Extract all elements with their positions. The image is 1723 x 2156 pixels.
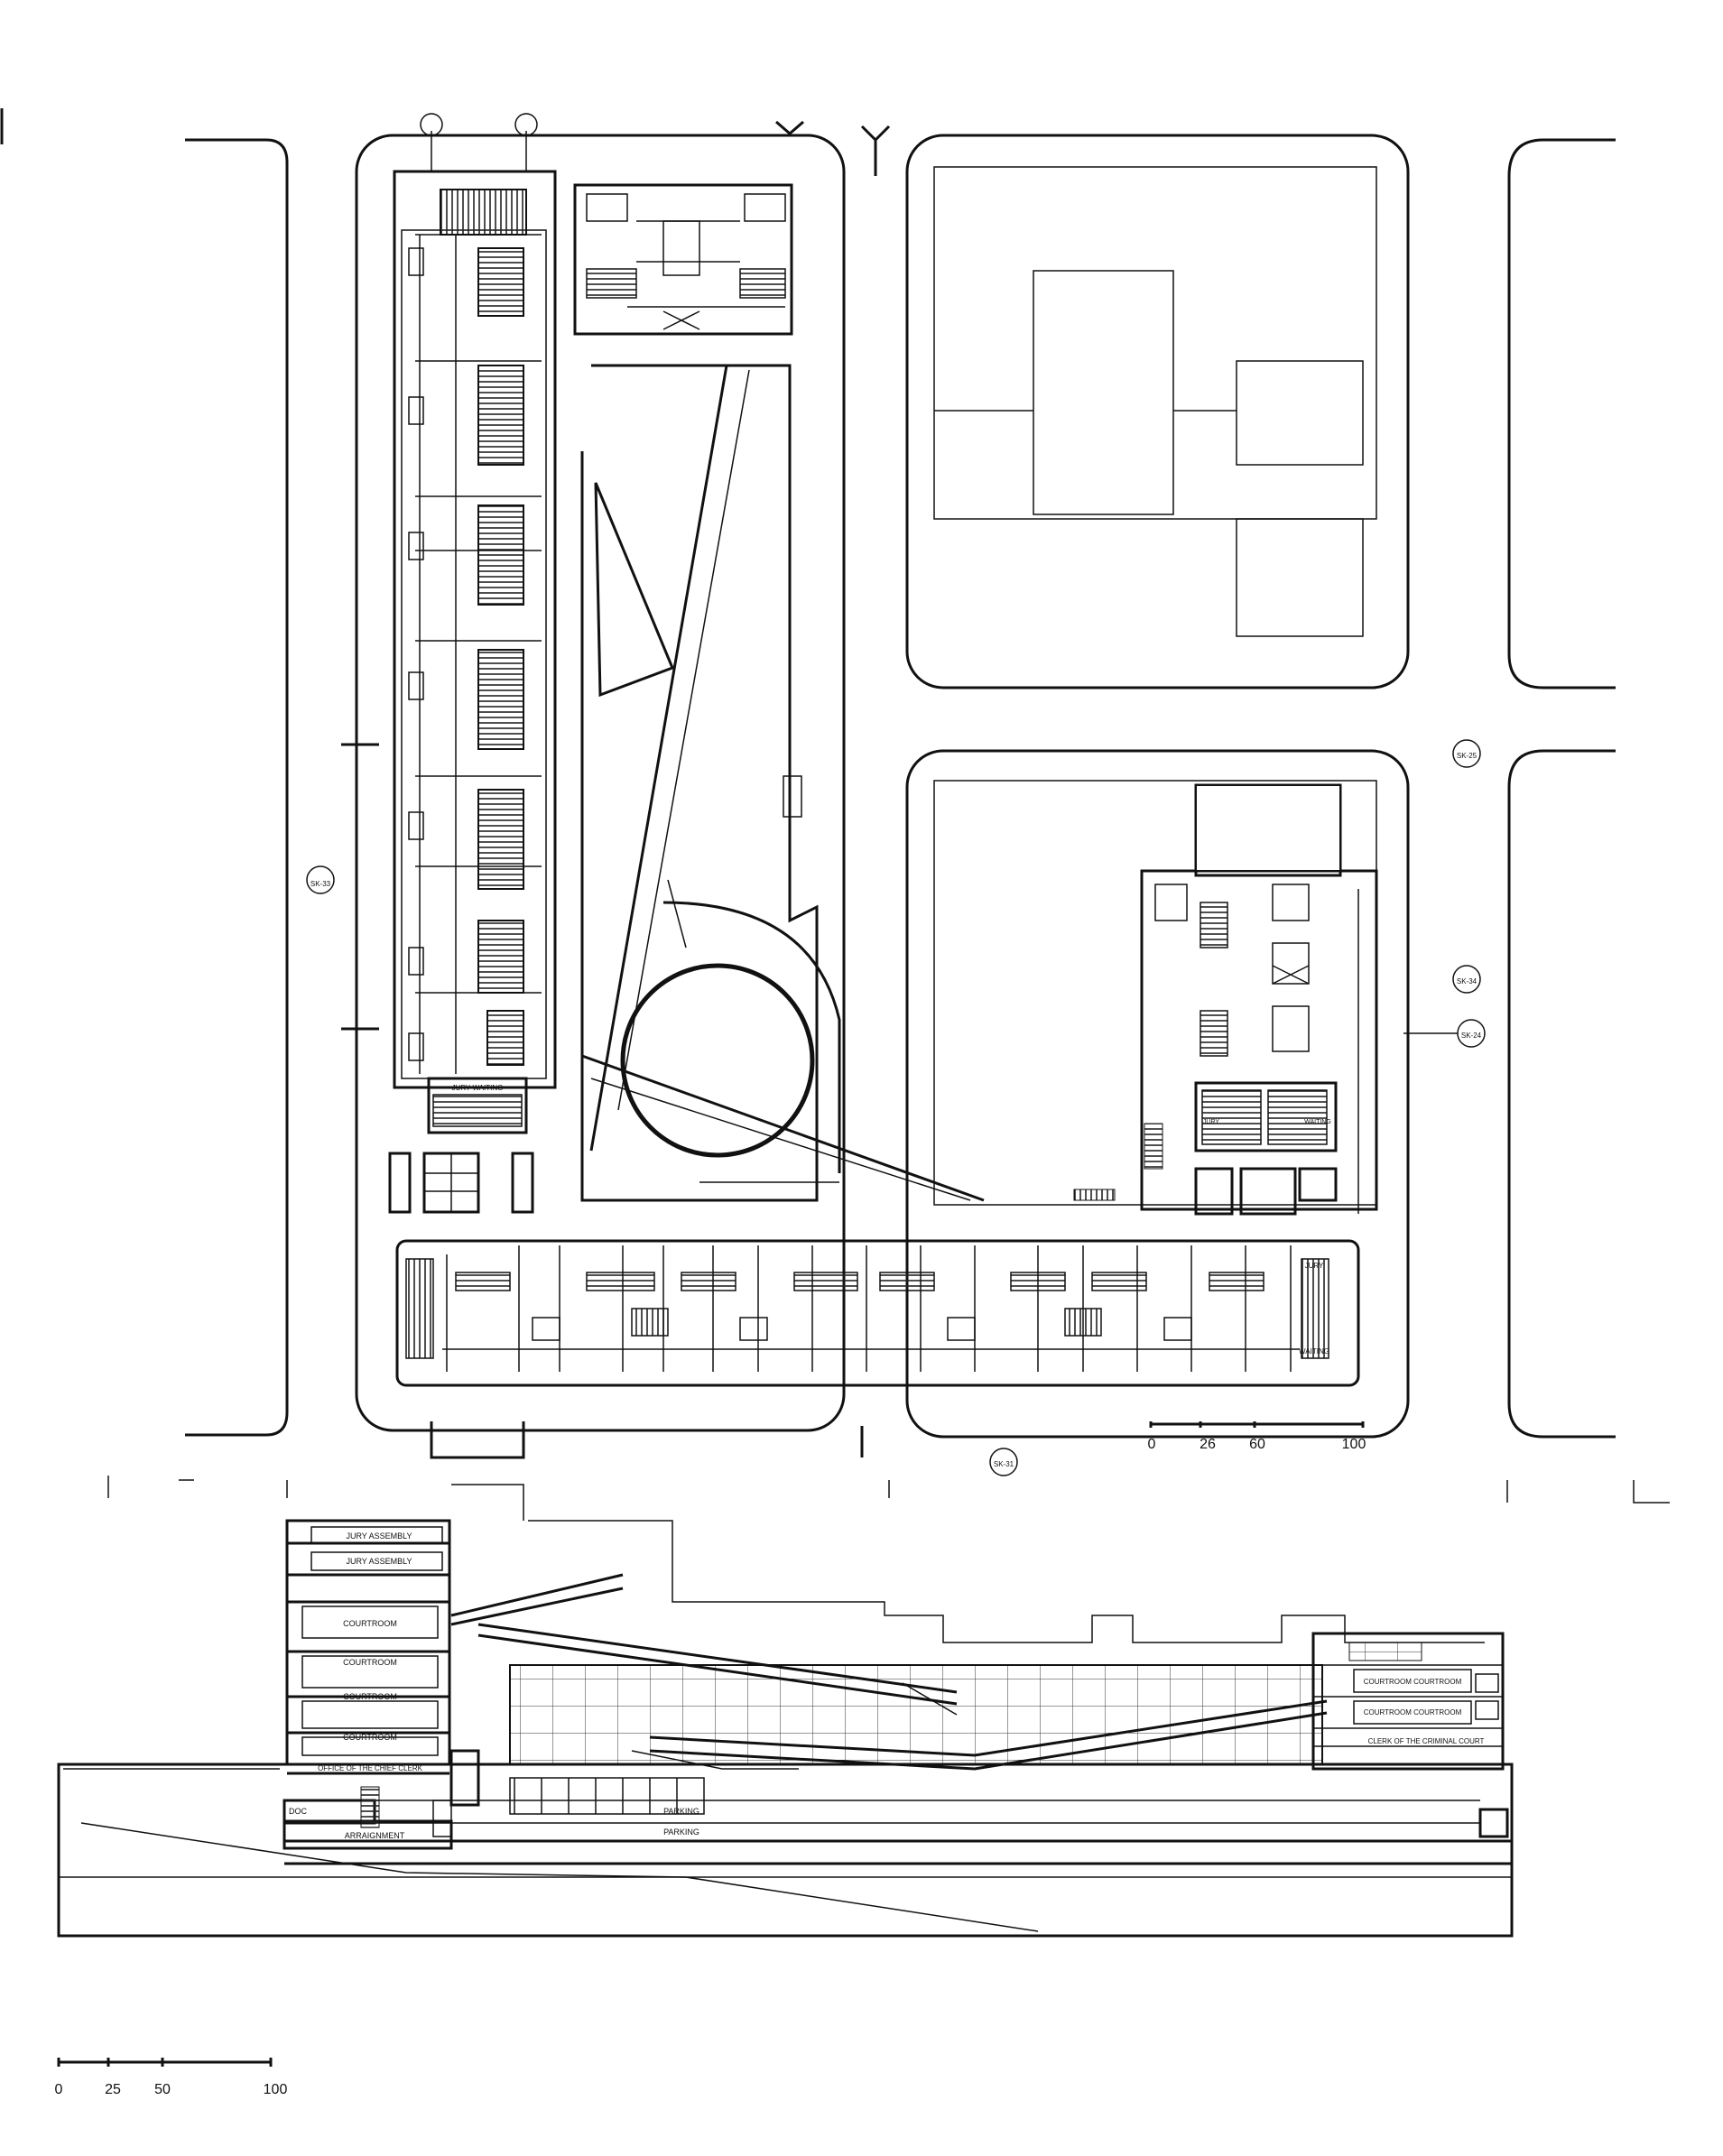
courtroom-label-right-2: COURTROOM COURTROOM (1364, 1708, 1462, 1716)
section-scale-0: 0 (55, 2082, 63, 2097)
section-marker-west: SK-33 (306, 743, 379, 1031)
waiting-label-south-east: WAITING (1299, 1347, 1329, 1356)
section-scale-50: 50 (154, 2082, 171, 2097)
waiting-label-east: WAITING (1304, 1119, 1331, 1125)
clerk-label-left: OFFICE OF THE CHIEF CLERK (318, 1764, 423, 1772)
plan-scale-bar: 0 26 60 100 (1148, 1421, 1366, 1452)
section-scale-100: 100 (264, 2082, 288, 2097)
courtroom-label-3: COURTROOM (343, 1692, 397, 1701)
svg-text:SK-33: SK-33 (310, 880, 331, 888)
courthouse-west-wing: JURY WAITING (388, 170, 557, 1214)
section-marker-north: SK-25 (1452, 739, 1481, 768)
west-courtroom-bays (408, 189, 542, 1074)
courthouse-north-block (573, 183, 793, 336)
svg-text:SK-31: SK-31 (994, 1460, 1014, 1468)
section-marker-east-1: SK-34 (1452, 965, 1481, 994)
courtroom-label-right-1: COURTROOM COURTROOM (1364, 1678, 1462, 1686)
south-courtroom-bays (442, 1245, 1300, 1372)
section-marker-south: SK-31 (989, 1448, 1018, 1476)
site-plan: JURY WAITING (0, 108, 1616, 1476)
section-marker-east-2: SK-24 (1403, 1019, 1486, 1048)
parking-label-2: PARKING (663, 1828, 699, 1837)
jury-label-south-east: JURY (1305, 1262, 1324, 1270)
plan-scale-0: 0 (1148, 1437, 1156, 1452)
jury-label-east: JURY (1203, 1119, 1219, 1125)
svg-text:SK-24: SK-24 (1461, 1032, 1482, 1040)
svg-text:SK-34: SK-34 (1457, 977, 1478, 985)
courtroom-label-4: COURTROOM (343, 1733, 397, 1742)
section-scale-bar: 0 25 50 100 (55, 2058, 288, 2097)
arraignment-label: ARRAIGNMENT (345, 1831, 405, 1840)
street-blocks (0, 108, 1616, 1439)
section-markers: SK-33 SK-25 SK-34 SK-24 SK-31 (306, 113, 1486, 1476)
plan-scale-26: 26 (1200, 1437, 1216, 1452)
jury-assembly-label-1: JURY ASSEMBLY (346, 1531, 412, 1541)
building-section: JURY ASSEMBLY JURY ASSEMBLY COURTROOM CO… (57, 1476, 1670, 1938)
plan-scale-100: 100 (1342, 1437, 1366, 1452)
courthouse-south-wing: JURY WAITING (395, 1239, 1360, 1387)
atrium (580, 364, 1116, 1202)
svg-text:SK-25: SK-25 (1457, 752, 1478, 760)
section-scale-25: 25 (105, 2082, 121, 2097)
jury-waiting-label-west: JURY WAITING (452, 1084, 504, 1092)
adjacent-buildings (933, 166, 1377, 1206)
courtroom-label-2: COURTROOM (343, 1658, 397, 1667)
courtroom-label-1: COURTROOM (343, 1619, 397, 1628)
doc-label: DOC (289, 1807, 308, 1816)
jury-assembly-label-2: JURY ASSEMBLY (346, 1557, 412, 1566)
plan-scale-60: 60 (1249, 1437, 1265, 1452)
parking-label-1: PARKING (663, 1807, 699, 1816)
clerk-label-right: CLERK OF THE CRIMINAL COURT (1368, 1737, 1485, 1745)
